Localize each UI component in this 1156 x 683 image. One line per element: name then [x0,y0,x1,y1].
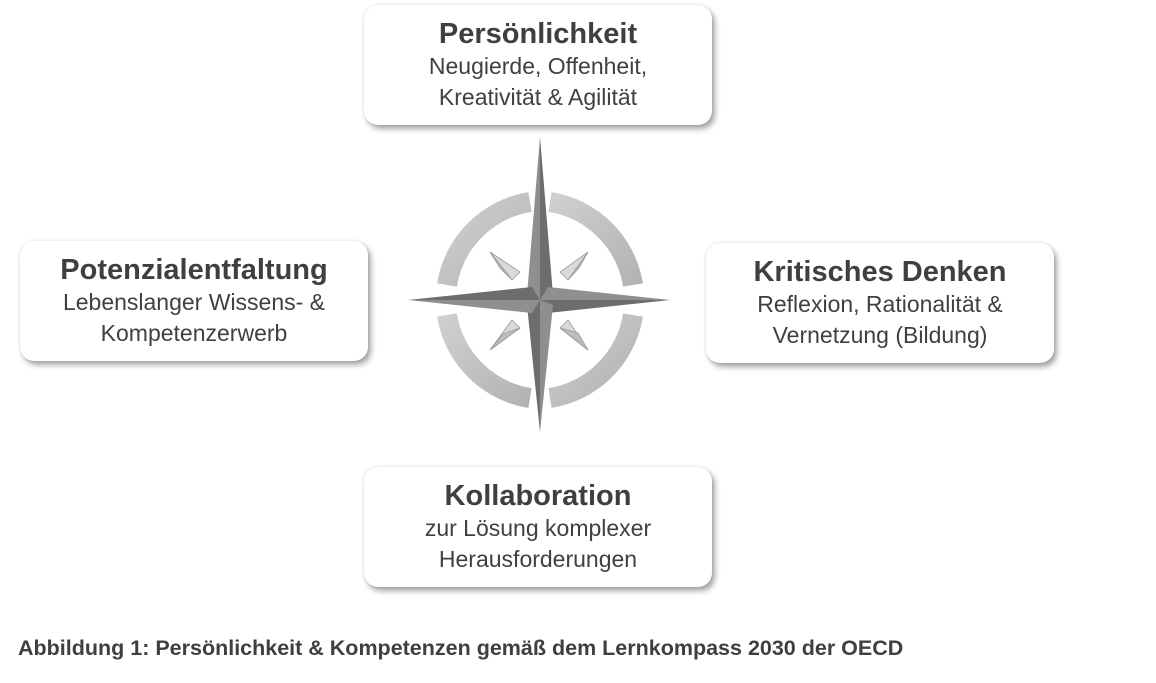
figure-caption: Abbildung 1: Persönlichkeit & Kompetenze… [18,636,904,660]
card-title: Persönlichkeit [438,18,638,50]
card-line: Herausforderungen [438,546,638,572]
card-line: zur Lösung komplexer [424,515,652,541]
card-line: Vernetzung (Bildung) [772,322,988,348]
card-title: Kritisches Denken [753,256,1007,288]
compass-rose-icon [408,137,670,432]
card-title: Potenzialentfaltung [60,254,328,286]
card-potenzialentfaltung: Potenzialentfaltung Lebenslanger Wissens… [20,241,368,361]
card-line: Lebenslanger Wissens- & [62,289,326,315]
card-line: Kreativität & Agilität [438,84,638,110]
card-line: Kompetenzerwerb [100,320,288,346]
card-title: Kollaboration [444,480,632,512]
card-kritisches-denken: Kritisches Denken Reflexion, Rationalitä… [706,243,1054,363]
card-persoenlichkeit: Persönlichkeit Neugierde, Offenheit, Kre… [364,5,712,125]
card-line: Neugierde, Offenheit, [428,53,648,79]
card-line: Reflexion, Rationalität & [757,291,1003,317]
card-kollaboration: Kollaboration zur Lösung komplexer Herau… [364,467,712,587]
